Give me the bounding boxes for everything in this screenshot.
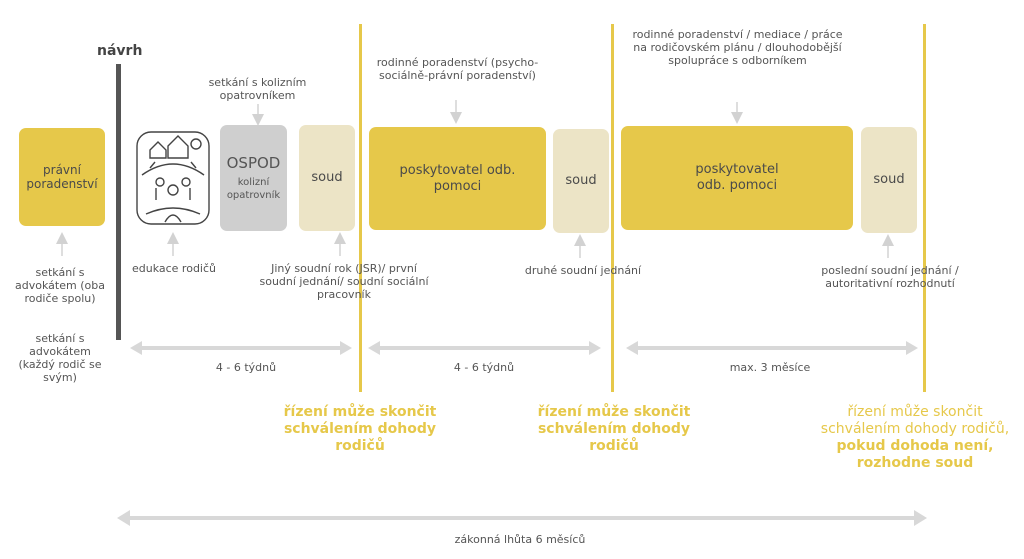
milestone-line-3: [923, 24, 926, 392]
outcome-1: řízení může skončit schválením dohody ro…: [283, 404, 437, 454]
duration-1-label: 4 - 6 týdnů: [215, 361, 277, 374]
family-illustration-icon: [136, 131, 210, 225]
milestone-line-2: [611, 24, 614, 392]
setkani-advokat-kazdy-label: setkání s advokátem (každý rodič se svým…: [18, 332, 102, 384]
navrh-label: návrh: [97, 43, 143, 59]
outcome-3: řízení může skončit schválením dohody ro…: [820, 404, 1010, 472]
legal-deadline-label: zákonná lhůta 6 měsíců: [454, 533, 586, 546]
duration-3-label: max. 3 měsíce: [729, 361, 811, 374]
outcome-3-regular: řízení může skončit schválením dohody ro…: [820, 404, 1010, 437]
outcome-3-bold: pokud dohoda není, rozhodne soud: [836, 438, 994, 471]
milestone-line-1: [359, 24, 362, 392]
court-box-3: soud: [861, 127, 917, 233]
setkani-advokat-spolu-label: setkání s advokátem (oba rodiče spolu): [15, 266, 105, 305]
up-arrows: [56, 232, 894, 258]
legal-advice-label: právní poradenství: [26, 163, 98, 191]
provider-box-1: poskytovatel odb. pomoci: [369, 127, 546, 230]
navrh-bar: [116, 64, 121, 340]
setkani-kolizni-label: setkání s kolizním opatrovníkem: [208, 76, 307, 102]
druhe-jednani-label: druhé soudní jednání: [524, 264, 642, 277]
court-box-1: soud: [299, 125, 355, 231]
outcome-2: řízení může skončit schválením dohody ro…: [537, 404, 691, 454]
ospod-box: OSPOD kolizní opatrovník: [220, 125, 287, 231]
duration-2-label: 4 - 6 týdnů: [453, 361, 515, 374]
duration-arrows: [117, 341, 927, 526]
court-box-2: soud: [553, 129, 609, 233]
provider-label-1: poskytovatel odb. pomoci: [399, 162, 516, 194]
court-label-2: soud: [565, 173, 597, 188]
ospod-label: OSPOD: [226, 154, 281, 172]
jiny-soudni-rok-label: Jiný soudní rok (JSR)/ první soudní jedn…: [259, 262, 429, 301]
provider-label-2: poskytovatel odb. pomoci: [695, 162, 779, 193]
down-arrows: [252, 100, 743, 126]
court-label-1: soud: [311, 170, 343, 185]
provider-box-2: poskytovatel odb. pomoci: [621, 126, 853, 230]
rodinne-poradenstvi-2-label: rodinné poradenství / mediace / práce na…: [632, 28, 843, 67]
legal-advice-box: právní poradenství: [19, 128, 105, 226]
posledni-jednani-label: poslední soudní jednání / autoritativní …: [821, 264, 959, 290]
kolizni-label: kolizní opatrovník: [226, 177, 281, 201]
court-label-3: soud: [873, 172, 905, 187]
edukace-label: edukace rodičů: [131, 262, 217, 275]
rodinne-poradenstvi-1-label: rodinné poradenství (psycho-sociálně-prá…: [376, 56, 539, 82]
